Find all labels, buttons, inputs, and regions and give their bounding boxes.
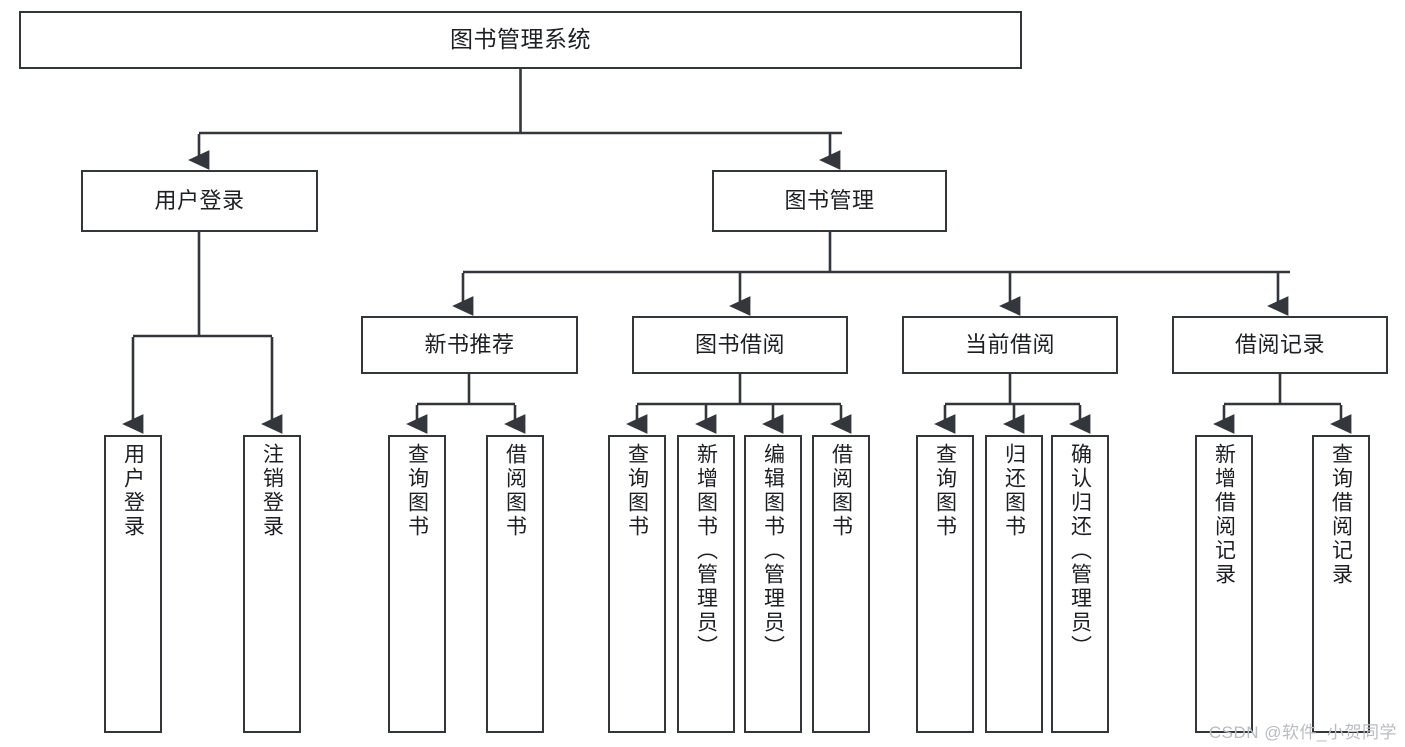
leaf-current-confirm-return-admin[interactable]: 确认归还（管理员） — [1051, 435, 1109, 733]
node-root-system[interactable]: 图书管理系统 — [19, 11, 1022, 69]
leaf-record-add-record-label: 新增借阅记录 — [1212, 443, 1236, 587]
node-user-login-label: 用户登录 — [154, 188, 245, 214]
node-root-system-label: 图书管理系统 — [450, 26, 591, 53]
leaf-record-add-record[interactable]: 新增借阅记录 — [1195, 435, 1253, 733]
node-book-borrow[interactable]: 图书借阅 — [632, 316, 848, 374]
leaf-borrow-query-book-label: 查询图书 — [625, 443, 649, 539]
node-book-management-label: 图书管理 — [784, 188, 875, 214]
leaf-record-query-record-label: 查询借阅记录 — [1329, 443, 1353, 587]
leaf-borrow-add-book-admin[interactable]: 新增图书（管理员） — [677, 435, 735, 733]
leaf-borrow-add-book-admin-label: 新增图书（管理员） — [694, 443, 718, 659]
node-book-borrow-label: 图书借阅 — [694, 332, 785, 358]
leaf-current-return-book[interactable]: 归还图书 — [985, 435, 1043, 733]
node-current-borrow-label: 当前借阅 — [964, 332, 1055, 358]
leaf-user-login-signout-label: 注销登录 — [260, 443, 284, 539]
leaf-recommend-query-book-label: 查询图书 — [405, 443, 429, 539]
leaf-current-query-book[interactable]: 查询图书 — [916, 435, 974, 733]
watermark-text: CSDN @软件_小贺同学 — [1208, 723, 1397, 742]
leaf-current-confirm-return-admin-label: 确认归还（管理员） — [1068, 443, 1092, 659]
leaf-current-return-book-label: 归还图书 — [1002, 443, 1026, 539]
leaf-user-login-signout[interactable]: 注销登录 — [243, 435, 301, 733]
leaf-recommend-borrow-book-label: 借阅图书 — [503, 443, 527, 539]
leaf-user-login-signin[interactable]: 用户登录 — [104, 435, 162, 733]
node-new-book-recommend-label: 新书推荐 — [424, 332, 515, 358]
leaf-borrow-edit-book-admin[interactable]: 编辑图书（管理员） — [744, 435, 802, 733]
node-new-book-recommend[interactable]: 新书推荐 — [361, 316, 578, 374]
node-borrow-record-label: 借阅记录 — [1234, 332, 1325, 358]
leaf-borrow-edit-book-admin-label: 编辑图书（管理员） — [761, 443, 785, 659]
leaf-borrow-borrow-book-label: 借阅图书 — [829, 443, 853, 539]
leaf-recommend-query-book[interactable]: 查询图书 — [388, 435, 446, 733]
leaf-record-query-record[interactable]: 查询借阅记录 — [1312, 435, 1370, 733]
node-book-management[interactable]: 图书管理 — [712, 170, 947, 232]
node-current-borrow[interactable]: 当前借阅 — [902, 316, 1118, 374]
leaf-borrow-borrow-book[interactable]: 借阅图书 — [812, 435, 870, 733]
leaf-borrow-query-book[interactable]: 查询图书 — [608, 435, 666, 733]
leaf-user-login-signin-label: 用户登录 — [121, 443, 145, 539]
node-borrow-record[interactable]: 借阅记录 — [1172, 316, 1388, 374]
node-user-login[interactable]: 用户登录 — [81, 170, 318, 232]
leaf-recommend-borrow-book[interactable]: 借阅图书 — [486, 435, 544, 733]
leaf-current-query-book-label: 查询图书 — [933, 443, 957, 539]
